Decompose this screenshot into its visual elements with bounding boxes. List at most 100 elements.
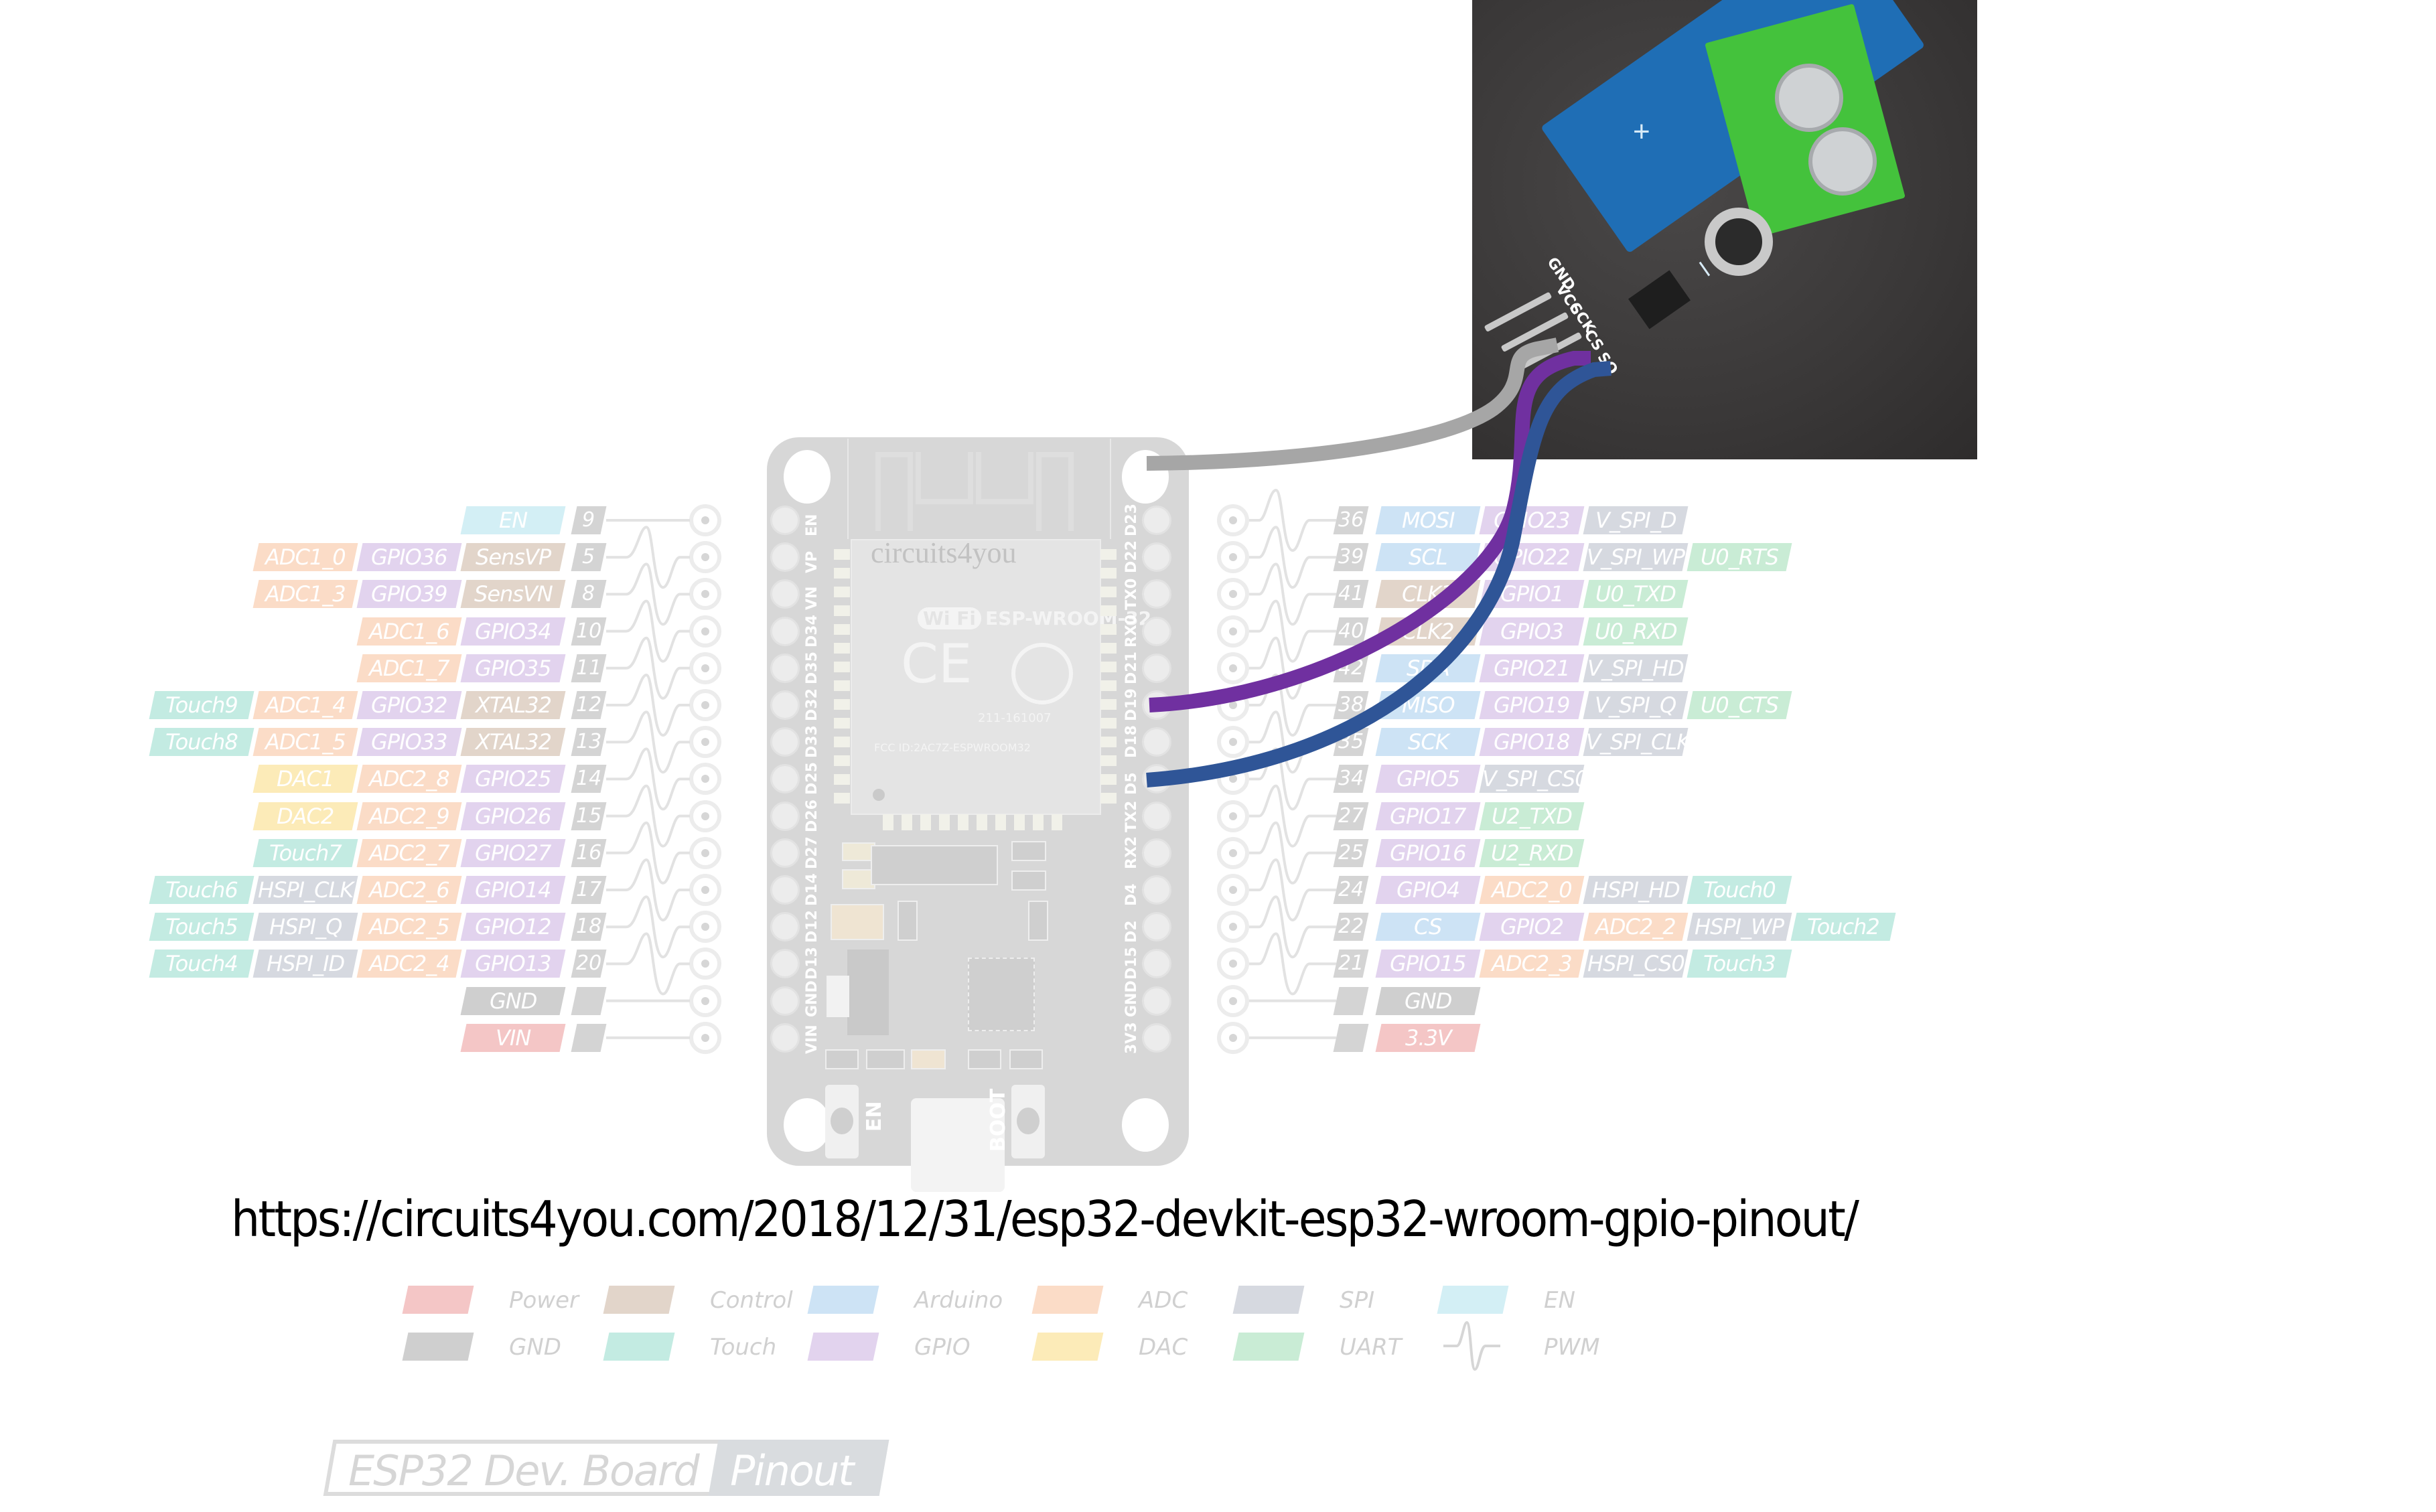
pin-lead-icon <box>1217 911 1249 943</box>
module-pad <box>1014 814 1025 830</box>
source-url[interactable]: https://circuits4you.com/2018/12/31/esp3… <box>231 1191 1859 1248</box>
capacitor <box>1011 841 1046 861</box>
pin-lead-icon <box>689 948 721 980</box>
pwm-wave-icon <box>1249 526 1336 589</box>
resistor <box>825 1049 859 1069</box>
pwm-wave-icon <box>606 821 690 885</box>
pin-lead-icon <box>1217 800 1249 832</box>
capacitor <box>1011 871 1046 891</box>
module-pad <box>883 814 893 830</box>
module-pad <box>834 568 850 579</box>
pin-lead-icon <box>689 874 721 906</box>
module-pad <box>1100 699 1117 710</box>
module-pad <box>1052 814 1062 830</box>
legend-label: PWM <box>1544 1334 1600 1361</box>
legend-swatch <box>807 1333 879 1361</box>
gray-wire <box>1146 337 1559 471</box>
header-pin <box>770 579 800 609</box>
header-pin <box>770 506 800 535</box>
header-pin <box>1142 949 1171 979</box>
pwm-wave-icon <box>1443 1320 1500 1371</box>
pin-lead-icon <box>1217 541 1249 574</box>
pin-lead-icon <box>1217 504 1249 536</box>
legend-label: ADC <box>1139 1287 1188 1314</box>
pwm-wave-icon <box>606 932 690 996</box>
legend-swatch <box>1031 1333 1104 1361</box>
purple-wire <box>1149 351 1591 712</box>
header-pin <box>1142 653 1171 683</box>
cert-id: 211-161007 <box>978 711 1052 725</box>
header-pin <box>770 690 800 720</box>
legend-swatch <box>603 1286 675 1314</box>
legend-label: Touch <box>710 1334 777 1361</box>
pin-lead-icon <box>689 1021 721 1054</box>
legend-label: Arduino <box>914 1287 1003 1314</box>
pin-lead-icon <box>689 504 721 536</box>
legend-swatch <box>402 1333 474 1361</box>
tantalum-cap <box>831 904 884 940</box>
header-pin <box>770 653 800 683</box>
header-pin <box>1142 912 1171 942</box>
header-pin <box>1142 875 1171 905</box>
module-pad <box>834 643 850 654</box>
pwm-wave-icon <box>1249 858 1336 922</box>
pin-lead-icon <box>1217 1021 1249 1054</box>
module-pad <box>902 814 912 830</box>
transistor <box>1028 901 1048 941</box>
ce-mark: CE <box>901 633 973 695</box>
header-pin <box>770 1023 800 1053</box>
legend-label: Control <box>710 1287 793 1314</box>
module-pad <box>834 549 850 560</box>
espressif-logo-icon <box>1011 643 1073 704</box>
pwm-wave-icon <box>606 895 690 959</box>
pwm-wave-icon <box>1249 784 1336 848</box>
module-pad <box>834 737 850 747</box>
pin-lead-icon <box>689 836 721 869</box>
header-pin <box>1142 838 1171 868</box>
regulator-tab <box>827 976 849 1017</box>
fcc-id: FCC ID:2AC7Z-ESPWROOM32 <box>874 741 1031 754</box>
legend-label: SPI <box>1340 1287 1375 1314</box>
sensor-mount-hole <box>1705 208 1773 276</box>
legend-label: DAC <box>1139 1334 1188 1361</box>
header-pin <box>1142 542 1171 573</box>
pin-lead-icon <box>1217 874 1249 906</box>
module-pad <box>1100 793 1117 804</box>
module-pad <box>995 814 1006 830</box>
legend-swatch <box>1031 1286 1104 1314</box>
module-pad <box>834 680 850 691</box>
module-pad <box>1100 549 1117 560</box>
module-pad <box>834 624 850 635</box>
module-pad <box>834 587 850 597</box>
pwm-wave-icon <box>606 710 690 774</box>
micro-usb-port <box>911 1098 1005 1192</box>
pcb-antenna <box>847 439 1111 539</box>
header-pin <box>1142 616 1171 646</box>
led <box>842 869 875 889</box>
header-pin <box>1142 986 1171 1016</box>
pin-lead-icon <box>1217 615 1249 648</box>
legend-label: GND <box>509 1334 561 1361</box>
pin-lead-icon <box>1217 836 1249 869</box>
boot-button[interactable] <box>1011 1085 1045 1158</box>
mounting-hole <box>784 450 831 504</box>
title-main: ESP32 Dev. Board <box>348 1446 700 1495</box>
header-pin <box>1142 801 1171 831</box>
module-pad <box>834 718 850 729</box>
module-pad <box>834 755 850 766</box>
module-pad <box>834 793 850 804</box>
blue-wire <box>1146 361 1611 787</box>
usb-uart-chip <box>968 958 1035 1031</box>
en-button[interactable] <box>825 1085 859 1158</box>
led <box>911 1049 946 1069</box>
legend-label: Power <box>509 1287 579 1314</box>
pin-lead-icon <box>689 652 721 684</box>
header-pin <box>1142 579 1171 609</box>
legend-swatch <box>1437 1286 1509 1314</box>
module-pad <box>977 814 987 830</box>
brand-text: circuits4you <box>871 536 1017 569</box>
header-pin <box>770 838 800 868</box>
pwm-wave-icon <box>606 747 690 811</box>
header-pin <box>770 727 800 757</box>
pin-lead-icon <box>689 726 721 759</box>
